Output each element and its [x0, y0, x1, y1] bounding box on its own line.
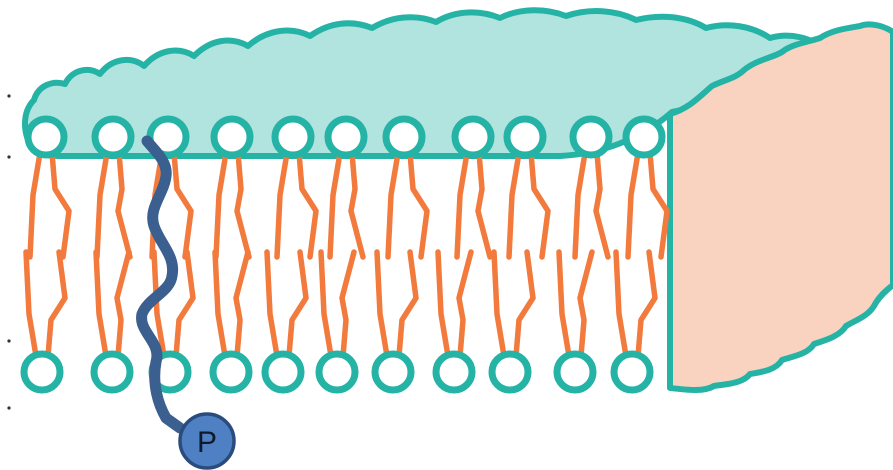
upper-lipid-tail-right — [299, 153, 316, 257]
upper-lipid-tails-0 — [30, 153, 69, 257]
upper-phospholipid-head — [626, 119, 662, 155]
upper-lipid-tail-right — [237, 153, 249, 257]
lower-lipid-tail-right — [638, 252, 655, 356]
lower-lipid-tail-right — [48, 252, 65, 356]
lower-lipid-tail-right — [580, 252, 592, 356]
lower-lipid-tail-left — [616, 252, 626, 356]
lower-phospholipid-head — [557, 354, 593, 390]
upper-lipid-tail-right — [351, 153, 363, 257]
lower-lipid-tail-right — [289, 252, 306, 356]
upper-lipid-tails-10 — [628, 153, 667, 257]
upper-lipid-tail-right — [650, 153, 667, 257]
lower-lipid-tails-9 — [559, 252, 592, 356]
phosphate-label: P — [197, 426, 217, 459]
phosphate-group: P — [180, 414, 234, 468]
lower-phospholipid-head — [614, 354, 650, 390]
upper-lipid-tails-4 — [277, 153, 316, 257]
lower-lipid-tail-right — [399, 252, 416, 356]
lower-lipid-tails-6 — [377, 252, 416, 356]
upper-lipid-tails-7 — [457, 153, 490, 257]
upper-phospholipid-head — [275, 119, 311, 155]
lower-lipid-tail-right — [236, 252, 248, 356]
upper-phospholipid-head — [386, 119, 422, 155]
upper-lipid-tail-left — [30, 153, 40, 257]
lower-phospholipid-head — [375, 354, 411, 390]
lower-lipid-tails-1 — [96, 252, 129, 356]
lower-lipid-tails-3 — [215, 252, 248, 356]
lower-lipid-tail-right — [117, 252, 129, 356]
lower-lipid-tail-left — [26, 252, 36, 356]
upper-lipid-tail-left — [97, 153, 107, 257]
lower-lipid-tails-5 — [321, 252, 354, 356]
upper-lipid-tail-left — [509, 153, 519, 257]
lower-phospholipid-head — [265, 354, 301, 390]
lower-lipid-tail-right — [176, 252, 193, 356]
upper-lipid-tails-3 — [216, 153, 249, 257]
edge-marks — [7, 94, 10, 409]
lower-lipid-tails-10 — [616, 252, 655, 356]
upper-lipid-tail-left — [457, 153, 467, 257]
upper-lipid-tail-right — [410, 153, 427, 257]
lower-lipid-tails-4 — [267, 252, 306, 356]
lower-lipid-tail-left — [494, 252, 504, 356]
upper-lipid-tail-left — [330, 153, 340, 257]
lower-phospholipid-head — [436, 354, 472, 390]
upper-phospholipid-head — [455, 119, 491, 155]
lower-lipid-tails-8 — [494, 252, 533, 356]
upper-lipid-tails-5 — [330, 153, 363, 257]
upper-phospholipid-head — [28, 119, 64, 155]
upper-lipid-tail-right — [596, 153, 608, 257]
upper-lipid-tail-left — [628, 153, 638, 257]
lower-lipid-tail-left — [321, 252, 331, 356]
lower-phospholipid-head — [94, 354, 130, 390]
lower-phospholipid-head — [213, 354, 249, 390]
upper-lipid-tails-8 — [509, 153, 548, 257]
lower-lipid-tail-left — [215, 252, 225, 356]
lower-lipid-tail-right — [516, 252, 533, 356]
upper-lipid-tail-left — [277, 153, 287, 257]
upper-lipid-tail-right — [531, 153, 548, 257]
upper-lipid-tail-right — [118, 153, 130, 257]
upper-phospholipid-head — [95, 119, 131, 155]
lower-lipid-tail-left — [438, 252, 448, 356]
lower-lipid-tail-left — [267, 252, 277, 356]
upper-phospholipid-head — [507, 119, 543, 155]
upper-phospholipid-head — [328, 119, 364, 155]
lower-lipid-tails-7 — [438, 252, 471, 356]
lower-phospholipid-head — [319, 354, 355, 390]
upper-lipid-tail-left — [388, 153, 398, 257]
lower-phospholipid-head — [24, 354, 60, 390]
upper-lipid-tail-right — [174, 153, 191, 257]
lower-lipid-tail-right — [342, 252, 354, 356]
lower-phospholipid-head — [492, 354, 528, 390]
upper-lipid-tails-9 — [575, 153, 608, 257]
upper-lipid-tail-left — [216, 153, 226, 257]
lower-lipid-tails-0 — [26, 252, 65, 356]
lower-lipid-tail-left — [96, 252, 106, 356]
upper-lipid-tail-right — [478, 153, 490, 257]
upper-phospholipid-head — [573, 119, 609, 155]
lower-lipid-tail-right — [459, 252, 471, 356]
upper-lipid-tail-left — [575, 153, 585, 257]
lipid-tails — [26, 153, 667, 356]
upper-lipid-tail-right — [52, 153, 69, 257]
upper-lipid-tails-6 — [388, 153, 427, 257]
lower-lipid-tail-left — [559, 252, 569, 356]
upper-phospholipid-head — [214, 119, 250, 155]
upper-lipid-tails-1 — [97, 153, 130, 257]
lower-lipid-tail-left — [377, 252, 387, 356]
